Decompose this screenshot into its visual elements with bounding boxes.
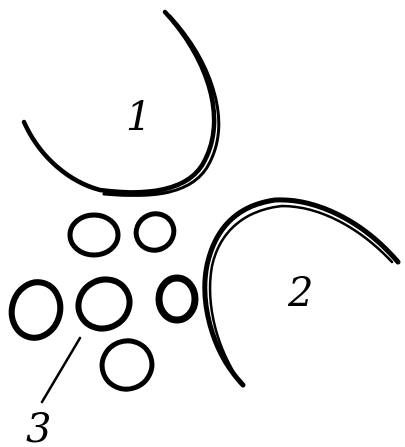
label-3: 3 [26, 406, 51, 447]
cell-ring-6 [95, 334, 158, 396]
leader-line-3 [42, 338, 80, 402]
cell-ring-3 [6, 277, 67, 344]
structure-3-cells [6, 208, 195, 396]
cell-ring-4 [69, 270, 138, 338]
cell-ring-2 [130, 208, 180, 257]
structure-1-outline [24, 12, 214, 192]
label-1: 1 [126, 94, 151, 140]
label-2: 2 [287, 270, 313, 316]
structure-1 [24, 12, 219, 195]
cell-ring-5 [159, 278, 195, 320]
cell-ring-1 [70, 215, 118, 255]
